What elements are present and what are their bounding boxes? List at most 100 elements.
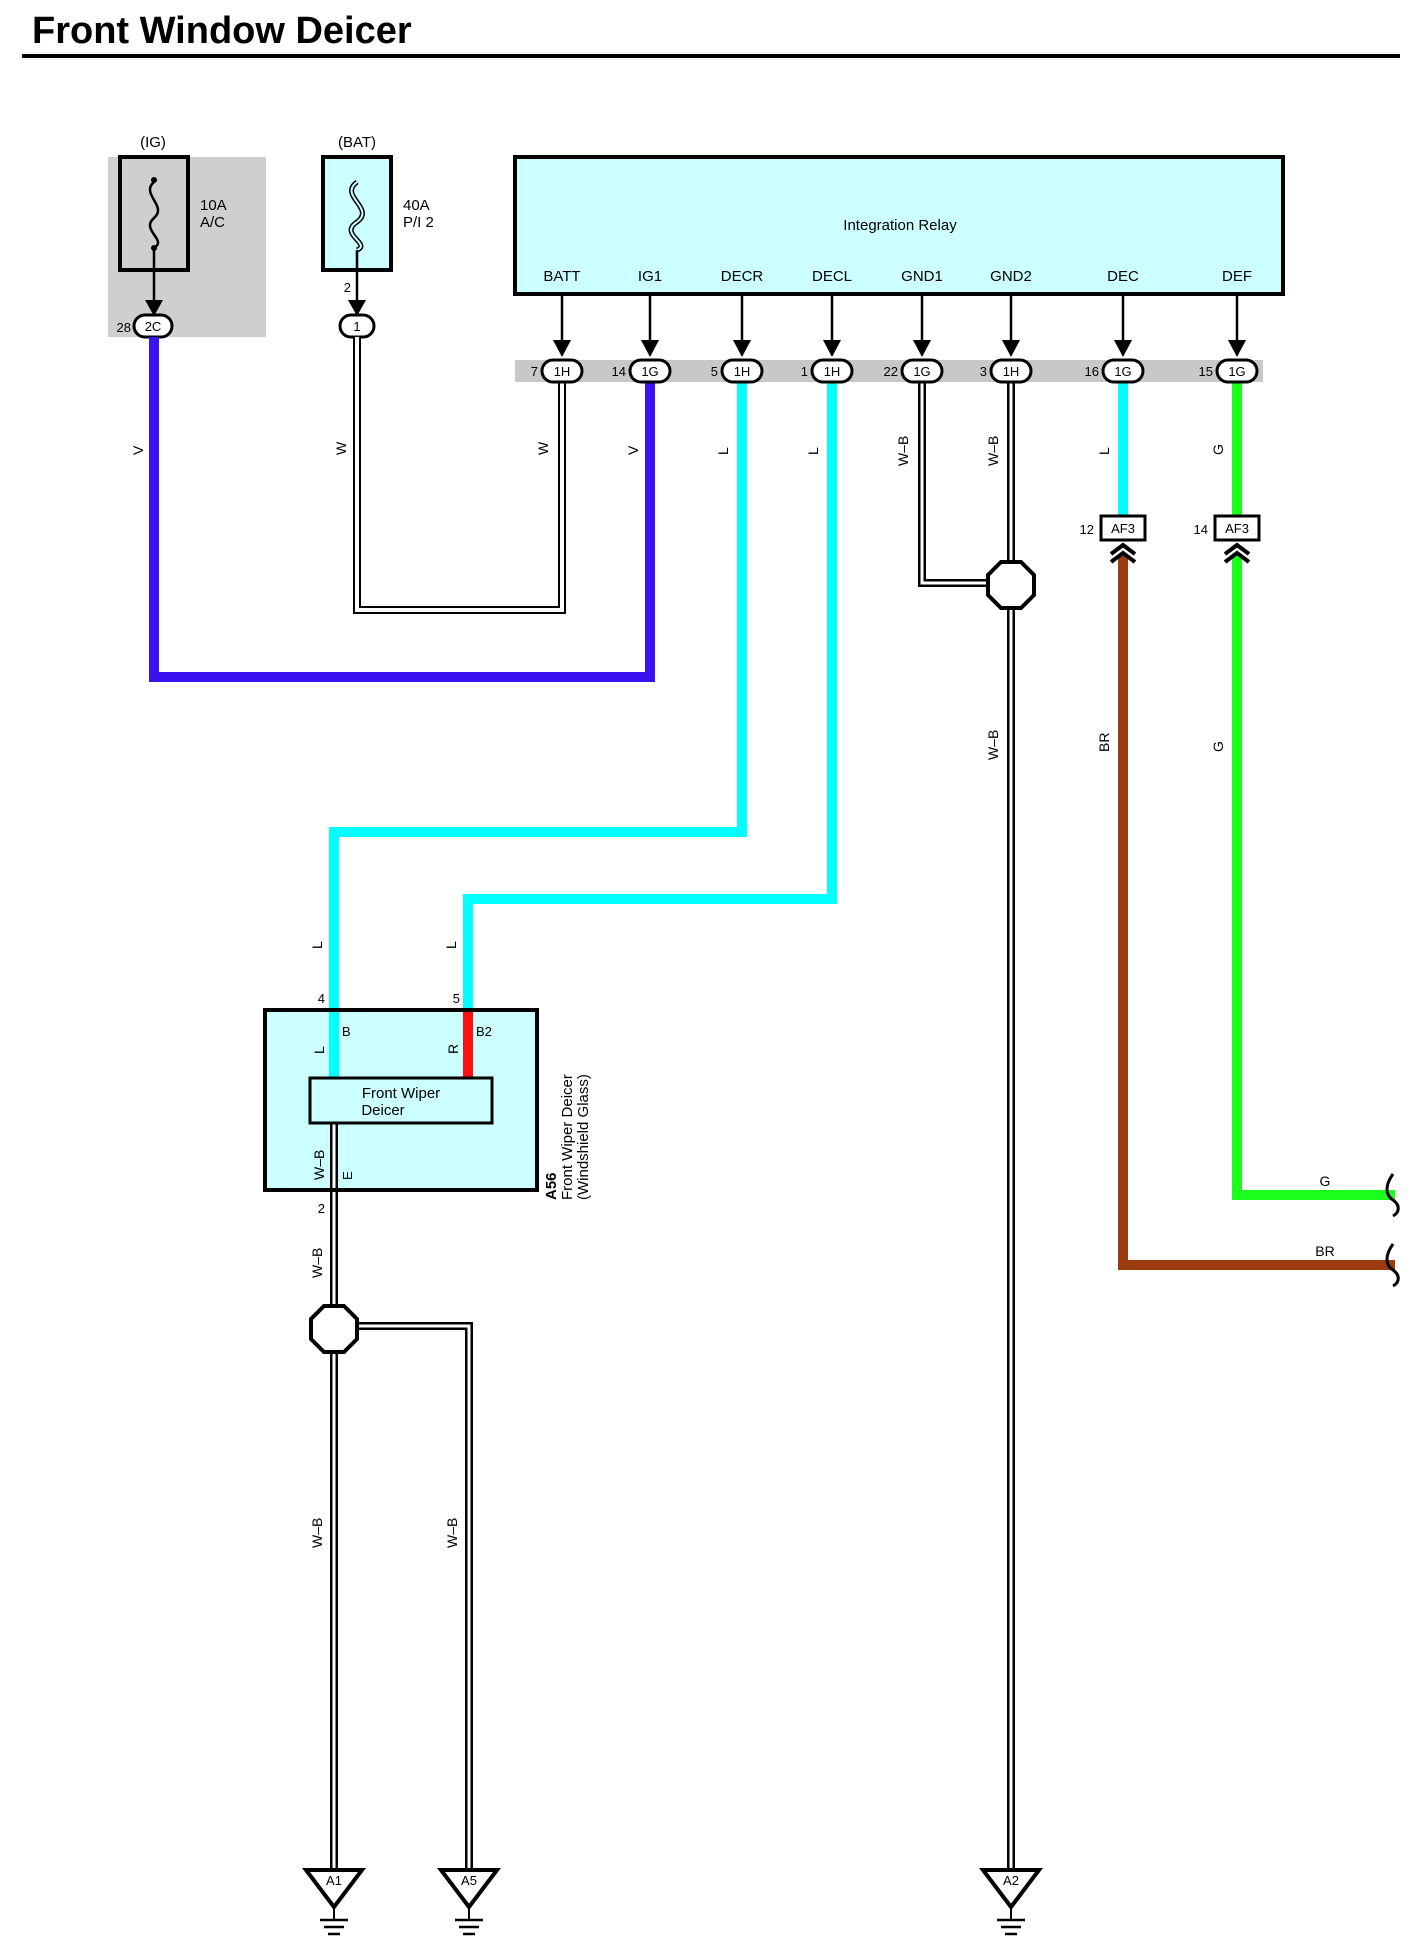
deicer-element-line2: Deicer (361, 1102, 404, 1119)
wire-label-l-b2: L (443, 941, 459, 949)
splice-gnd (986, 560, 1036, 610)
relay-pin-connector-ig1 (628, 358, 672, 384)
junction-af3-12-box (1099, 514, 1147, 542)
wire-label-v-fuse: V (130, 445, 146, 455)
fuse-ig: (IG) 10A A/C 28 2C (108, 134, 266, 339)
fuse-ig-supply: (IG) (140, 134, 166, 151)
fuse-bat-connector-label: 1 (353, 319, 360, 334)
junction-af3-14-pin: 14 (1194, 522, 1208, 537)
fuse-bat-element-inner (350, 181, 364, 251)
junction-af3-14-chevron (1223, 542, 1251, 564)
relay-pin-number-def: 15 (1199, 364, 1213, 379)
junction-af3-12-label: AF3 (1111, 521, 1135, 536)
wire-wb-a5 (335, 1324, 471, 1870)
wire-label-w-batt: W (535, 441, 551, 455)
continuation-g-mark (1385, 1173, 1400, 1218)
deicer-pin-e: 2 (318, 1201, 325, 1216)
relay-pin-connector-label-gnd1: 1G (913, 364, 930, 379)
page-title: Front Window Deicer (32, 10, 412, 52)
wires (149, 337, 1395, 1870)
deicer-element-box (308, 1076, 494, 1125)
fuse-bat-name: P/I 2 (403, 214, 434, 231)
ground-a5: A5 (436, 1868, 502, 1936)
relay-pin-number-batt: 7 (531, 364, 538, 379)
fuse-ig-element (148, 181, 160, 250)
wire-label-wb-e-out: W–B (309, 1248, 325, 1278)
continuation-br-mark (1385, 1243, 1400, 1288)
relay-pin-label-batt: BATT (543, 268, 580, 285)
relay-pin-arrow-dec (1114, 340, 1132, 357)
relay-box (513, 155, 1285, 296)
deicer-term-b: B (342, 1024, 351, 1039)
relay-pin-label-gnd2: GND2 (990, 268, 1032, 285)
ground-a5-triangle (436, 1868, 502, 1911)
deicer-term-e: E (340, 1171, 355, 1180)
relay-pin-connector-dec (1101, 358, 1145, 384)
relay-pin-arrow-ig1 (641, 340, 659, 357)
ground-a1-label: A1 (326, 1873, 342, 1888)
relay-pin-connector-gnd1 (900, 358, 944, 384)
ground-a2-label: A2 (1003, 1873, 1019, 1888)
continuation-br-label: BR (1315, 1243, 1334, 1259)
relay-pins: BATT1H7IG11G14DECR1H5DECL1H1GND11G22GND2… (531, 268, 1259, 384)
ground-a2-triangle (978, 1868, 1044, 1911)
relay-name: Integration Relay (843, 217, 957, 234)
relay-pin-number-decr: 5 (711, 364, 718, 379)
fuse-bat-amp: 40A (403, 197, 430, 214)
wire-label-wb-gnd2: W–B (985, 436, 1001, 466)
junction-af3-14-box (1213, 514, 1261, 542)
deicer-component: Front Wiper Deicer 4 5 2 B B2 E L R W–B … (263, 991, 592, 1216)
deicer-code: A56 (543, 1172, 560, 1200)
relay-pin-number-gnd1: 22 (884, 364, 898, 379)
wire-label-l-dec: L (1096, 447, 1112, 455)
wire-l-decr (329, 382, 747, 1083)
relay-pin-arrow-gnd1 (913, 340, 931, 357)
relay-pin-connector-label-decr: 1H (734, 364, 751, 379)
fuse-ig-name: A/C (200, 214, 225, 231)
ground-a1: A1 (301, 1868, 367, 1936)
wire-label-wb-a5: W–B (444, 1518, 460, 1548)
relay-pin-arrow-decl (823, 340, 841, 357)
deicer-wire-label-e-inside: W–B (311, 1150, 327, 1180)
wire-label-l-decr: L (715, 447, 731, 455)
relay-pin-connector-label-ig1: 1G (641, 364, 658, 379)
deicer-wire-label-b2-inside: R (445, 1044, 461, 1054)
deicer-location: (Windshield Glass) (575, 1074, 592, 1200)
relay-pin-connector-def (1215, 358, 1259, 384)
relay-pin-connector-label-gnd2: 1H (1003, 364, 1020, 379)
fuse-bat-arrow (348, 300, 366, 316)
fuse-bat-supply: (BAT) (338, 134, 376, 151)
relay-pin-connector-label-dec: 1G (1114, 364, 1131, 379)
wire-label-g-mid: G (1210, 741, 1226, 752)
wire-wb-gnd1 (920, 382, 1010, 585)
deicer-name: Front Wiper Deicer (559, 1074, 576, 1200)
relay-pin-connector-gnd2 (989, 358, 1033, 384)
wire-g-out (1232, 556, 1395, 1200)
relay-pin-label-decr: DECR (721, 268, 764, 285)
splice-deicer-ground (309, 1304, 359, 1354)
relay-pin-connector-batt (540, 358, 584, 384)
integration-relay: Integration Relay (513, 155, 1285, 382)
wire-wb-a5-outline (335, 1322, 473, 1870)
wire-br-out (1118, 556, 1395, 1270)
relay-pin-connector-label-def: 1G (1228, 364, 1245, 379)
deicer-wire-label-b-inside: L (311, 1046, 327, 1054)
relay-connector-band (515, 360, 1263, 382)
relay-pin-label-decl: DECL (812, 268, 852, 285)
relay-pin-arrow-batt (553, 340, 571, 357)
relay-pin-connector-decl (810, 358, 854, 384)
relay-pin-connector-label-batt: 1H (554, 364, 571, 379)
relay-pin-connector-label-decl: 1H (824, 364, 841, 379)
deicer-pin-b: 4 (318, 991, 325, 1006)
relay-pin-label-ig1: IG1 (638, 268, 662, 285)
wire-label-l-b: L (309, 941, 325, 949)
fuse-ig-dot-top (151, 177, 157, 183)
relay-pin-number-dec: 16 (1085, 364, 1099, 379)
relay-pin-number-decl: 1 (801, 364, 808, 379)
wire-labels: V W W V L L W–B W–B L G W–B BR G L L W–B… (130, 436, 1226, 1548)
wire-label-br-mid: BR (1096, 733, 1112, 752)
wire-label-v-ig1: V (625, 445, 641, 455)
relay-pin-arrow-def (1228, 340, 1246, 357)
fuse-ig-pin: 28 (117, 320, 131, 335)
wire-w (355, 337, 564, 612)
